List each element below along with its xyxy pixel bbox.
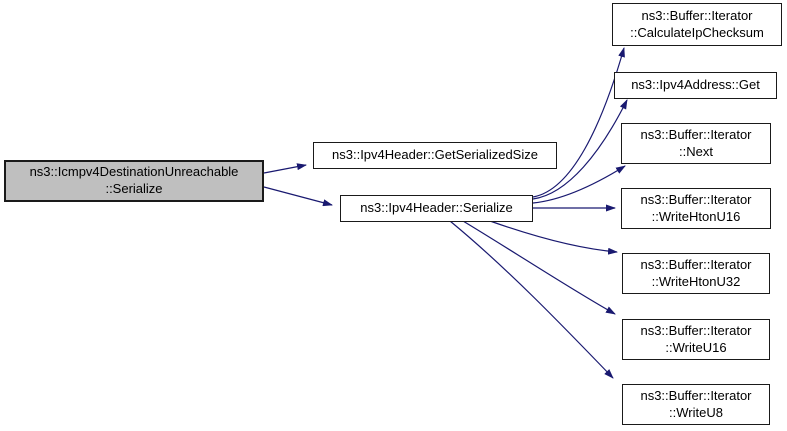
node-ipv4header-serialize[interactable]: ns3::Ipv4Header::Serialize (340, 195, 533, 222)
node-ipv4address-get[interactable]: ns3::Ipv4Address::Get (614, 72, 777, 99)
node-buffer-iterator-calculateipchecksum[interactable]: ns3::Buffer::Iterator ::CalculateIpCheck… (612, 3, 782, 46)
edge-serialize-to-writeu8 (449, 220, 614, 379)
edge-root-to-getserializedsize (263, 163, 307, 174)
node-buffer-iterator-writehtonu16[interactable]: ns3::Buffer::Iterator ::WriteHtonU16 (621, 188, 771, 229)
edge-root-to-serialize (263, 186, 333, 207)
node-buffer-iterator-writeu8[interactable]: ns3::Buffer::Iterator ::WriteU8 (622, 384, 770, 425)
node-buffer-iterator-next[interactable]: ns3::Buffer::Iterator ::Next (621, 123, 771, 164)
node-buffer-iterator-writeu16[interactable]: ns3::Buffer::Iterator ::WriteU16 (622, 319, 770, 360)
edge-serialize-to-writehtonu32 (489, 220, 618, 255)
edge-serialize-to-next (532, 165, 626, 204)
node-ipv4header-getserializedsize[interactable]: ns3::Ipv4Header::GetSerializedSize (313, 142, 557, 169)
edge-serialize-to-ipv4addressget (532, 99, 628, 200)
node-buffer-iterator-writehtonu32[interactable]: ns3::Buffer::Iterator ::WriteHtonU32 (622, 253, 770, 294)
node-icmpv4-destination-unreachable-serialize: ns3::Icmpv4DestinationUnreachable ::Seri… (4, 160, 264, 202)
edge-serialize-to-writeu16 (462, 220, 616, 315)
